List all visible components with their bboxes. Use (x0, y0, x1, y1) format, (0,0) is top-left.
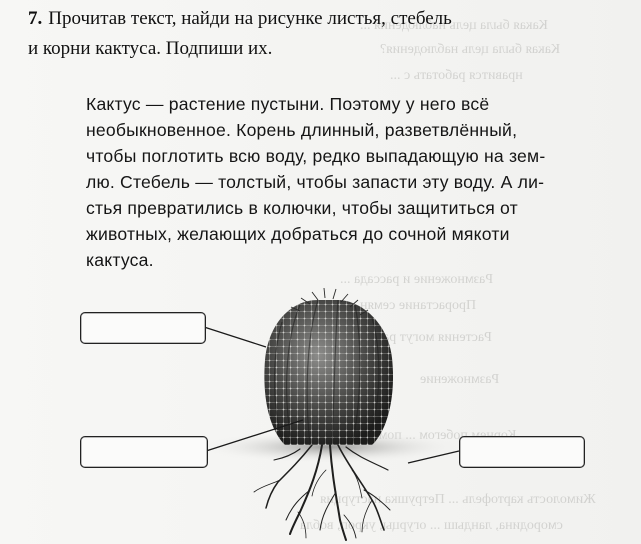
paragraph-line: необыкновенное. Корень длинный, разветвл… (86, 120, 518, 140)
cactus-top-spines (290, 287, 369, 316)
paragraph-line: чтобы поглотить всю воду, редко выпадающ… (86, 146, 546, 166)
leader-line-roots (407, 450, 460, 464)
task-text-line-2: и корни кактуса. Подпиши их. (28, 38, 273, 59)
label-box-bottom-right[interactable] (459, 436, 585, 468)
leader-line-spines (203, 326, 267, 348)
task-heading-line-2: и корни кактуса. Подпиши их. (28, 38, 272, 60)
paragraph-line: Кактус — растение пустыни. Поэтому у нег… (86, 94, 490, 114)
label-box-bottom-left[interactable] (80, 436, 208, 468)
task-heading: 7.Прочитав текст, найди на рисунке листь… (28, 8, 452, 30)
paragraph-line: лю. Стебель — толстый, чтобы запасти эту… (86, 172, 545, 192)
paragraph-line: животных, желающих добраться до сочной м… (86, 224, 510, 244)
paragraph-line: кактуса. (86, 250, 154, 270)
paragraph-line: стья превратились в колючки, чтобы защит… (86, 198, 518, 218)
cactus-roots (253, 444, 391, 541)
task-text-line-1: Прочитав текст, найди на рисунке листья,… (48, 8, 452, 29)
task-number: 7. (28, 8, 43, 29)
label-box-top-left[interactable] (80, 312, 206, 344)
cactus-ribs (273, 299, 380, 446)
cactus-stem-spines (264, 300, 394, 445)
leader-line-stem (205, 419, 304, 452)
